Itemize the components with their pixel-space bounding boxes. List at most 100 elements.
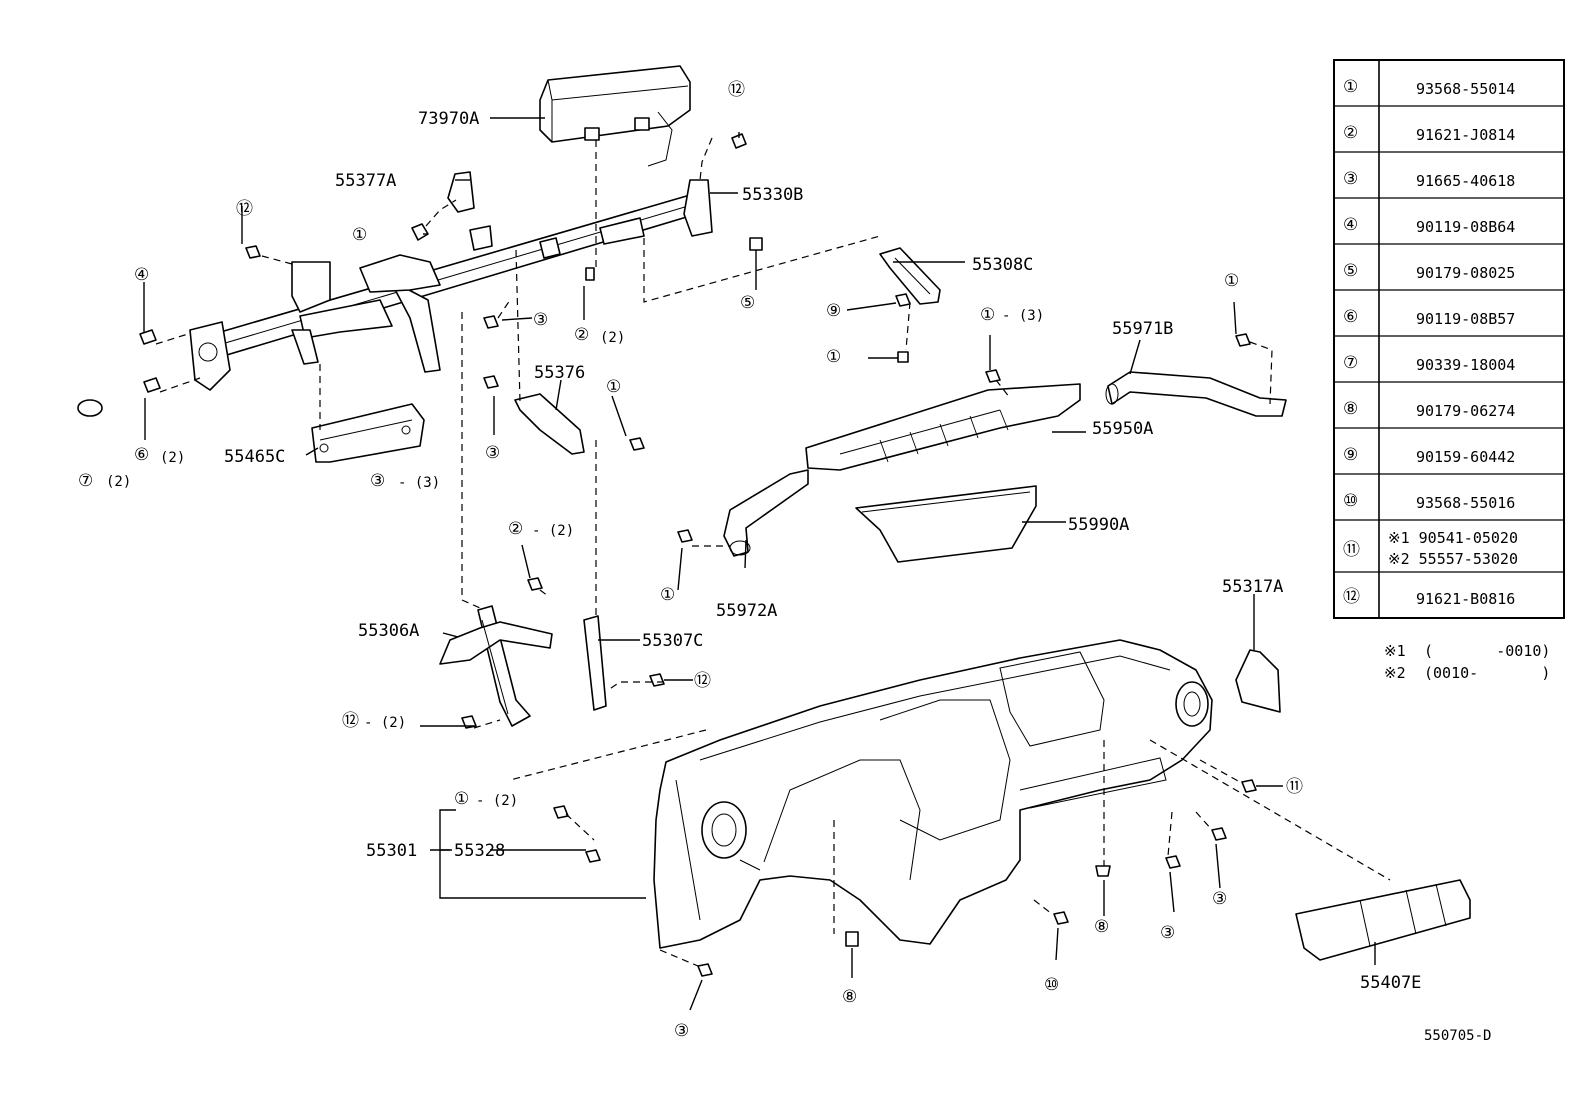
callout-3-d: ③ <box>1212 889 1227 909</box>
legend-part-1: 93568-55014 <box>1416 80 1515 98</box>
label-55330b: 55330B <box>742 185 803 205</box>
label-55377a: 55377A <box>335 171 396 191</box>
legend-num-9: ⑨ <box>1343 445 1358 465</box>
part-labels: 73970A 55377A 55330B 55308C 55376 55465C… <box>224 109 1491 1044</box>
callout-8-b: ⑧ <box>842 987 857 1007</box>
brace-55306a-drawing <box>439 605 553 727</box>
note-1-range: ( -0010) <box>1424 642 1550 660</box>
duct-55972a-drawing <box>723 469 809 557</box>
duct-55971b-drawing <box>1105 371 1287 417</box>
callout-1-e: ① <box>1224 271 1239 291</box>
label-73970a: 73970A <box>418 109 479 129</box>
callout-12-b: ⑫ <box>236 199 253 219</box>
bracket-55308c-drawing <box>879 247 941 305</box>
legend-part-10: 93568-55016 <box>1416 494 1515 512</box>
qty-7: (2) <box>106 474 131 490</box>
diagram-id: 550705-D <box>1424 1028 1491 1044</box>
airbag-module-drawing <box>539 65 691 167</box>
label-55376: 55376 <box>534 363 585 383</box>
callout-3-e: ③ <box>1160 923 1175 943</box>
callout-1-g: ① <box>454 789 469 809</box>
legend-num-5: ⑤ <box>1343 261 1358 281</box>
dashed-lines <box>155 137 1391 967</box>
callout-1-c: ① <box>826 347 841 367</box>
legend-part-5: 90179-08025 <box>1416 264 1515 282</box>
callout-3-a: ③ <box>533 310 548 330</box>
label-55328: 55328 <box>454 841 505 861</box>
legend-num-1: ① <box>1343 77 1358 97</box>
quantity-marks: (2) (2) (2) - (3) - (3) - (2) - (2) - (2… <box>106 308 1044 809</box>
callout-2-a: ② <box>574 325 589 345</box>
legend-part-4: 90119-08B64 <box>1416 218 1515 236</box>
legend-table: ① 93568-55014 ② 91621-J0814 ③ 91665-4061… <box>1333 59 1565 619</box>
qty-1-g: - (2) <box>476 793 518 809</box>
qty-6: (2) <box>160 450 185 466</box>
note-1-mark: ※1 <box>1384 642 1406 660</box>
legend-num-12: ⑫ <box>1343 587 1360 607</box>
legend-num-7: ⑦ <box>1343 353 1358 373</box>
legend-part-7: 90339-18004 <box>1416 356 1515 374</box>
legend-num-10: ⑩ <box>1343 491 1358 511</box>
callout-1-b: ① <box>606 377 621 397</box>
callout-12-c: ⑫ <box>694 671 711 691</box>
callout-1-f: ① <box>660 585 675 605</box>
box-55407e-drawing <box>1295 879 1471 961</box>
legend-num-3: ③ <box>1343 169 1358 189</box>
qty-12-d: - (2) <box>364 715 406 731</box>
note-2-mark: ※2 <box>1384 664 1406 682</box>
label-55317a: 55317A <box>1222 577 1283 597</box>
note-2-range: (0010- ) <box>1424 664 1550 682</box>
qty-2-b: - (2) <box>532 523 574 539</box>
label-55465c: 55465C <box>224 447 285 467</box>
callout-12-d: ⑫ <box>342 711 359 731</box>
legend-part-9: 90159-60442 <box>1416 448 1515 466</box>
callout-9: ⑨ <box>826 301 841 321</box>
callout-3-c: ③ <box>370 471 385 491</box>
callout-3-b: ③ <box>485 443 500 463</box>
label-55950a: 55950A <box>1092 419 1153 439</box>
callout-1-a: ① <box>352 225 367 245</box>
label-55307c: 55307C <box>642 631 703 651</box>
instrument-panel-drawing <box>653 639 1213 949</box>
qty-2-a: (2) <box>600 330 625 346</box>
leader-lines <box>143 132 1376 1011</box>
box-55990a-drawing <box>855 485 1037 563</box>
notes: ※1 ( -0010) ※2 (0010- ) <box>1384 642 1550 682</box>
legend-part-6: 90119-08B57 <box>1416 310 1515 328</box>
callout-2-b: ② <box>508 519 523 539</box>
callouts: ⑫ ① ⑫ ④ ⑥ ⑦ ③ ② ⑤ ③ ① ③ ⑨ ① ① ① ① ② ⑫ ⑫ … <box>78 80 1303 1041</box>
callout-12-a: ⑫ <box>728 80 745 100</box>
callout-4: ④ <box>134 265 149 285</box>
legend-num-8: ⑧ <box>1343 399 1358 419</box>
cover-55317a-drawing <box>1235 649 1281 713</box>
callout-3-f: ③ <box>674 1021 689 1041</box>
legend-part-12: 91621-B0816 <box>1416 590 1515 608</box>
legend-part-3: 91665-40618 <box>1416 172 1515 190</box>
qty-1-d: - (3) <box>1002 308 1044 324</box>
label-55971b: 55971B <box>1112 319 1173 339</box>
legend-num-11: ⑪ <box>1343 540 1360 560</box>
label-55972a: 55972A <box>716 601 777 621</box>
callout-11: ⑪ <box>1286 777 1303 797</box>
legend-part-11a: ※1 90541-05020 <box>1388 529 1518 547</box>
legend-part-2: 91621-J0814 <box>1416 126 1515 144</box>
brace-55307c-drawing <box>583 615 607 711</box>
legend-num-4: ④ <box>1343 215 1358 235</box>
callout-8-a: ⑧ <box>1094 917 1109 937</box>
legend-part-11b: ※2 55557-53020 <box>1388 550 1518 568</box>
legend-num-2: ② <box>1343 123 1358 143</box>
bracket-55465c-drawing <box>311 403 425 463</box>
legend-part-8: 90179-06274 <box>1416 402 1515 420</box>
label-55407e: 55407E <box>1360 973 1421 993</box>
callout-10: ⑩ <box>1044 975 1059 995</box>
label-55306a: 55306A <box>358 621 419 641</box>
bracket-55376-drawing <box>514 393 585 455</box>
steering-support-beam-drawing <box>189 171 713 391</box>
duct-55950a-drawing <box>805 383 1081 471</box>
callout-7: ⑦ <box>78 471 93 491</box>
plug-7-drawing <box>77 399 103 417</box>
label-55308c: 55308C <box>972 255 1033 275</box>
fasteners <box>139 133 1257 977</box>
qty-3-c: - (3) <box>398 475 440 491</box>
